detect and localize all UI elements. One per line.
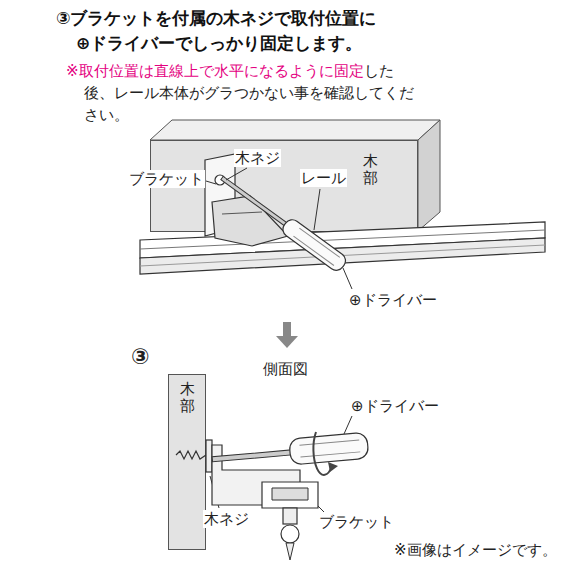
beam-top-face xyxy=(418,120,440,231)
side-screw xyxy=(176,440,212,472)
leader-line xyxy=(314,189,320,230)
side-bracket xyxy=(286,543,294,560)
part-label: ⊕ドライバー xyxy=(348,291,438,309)
heading: ③ブラケットを付属の木ネジで取付位置に ⊕ドライバーでしっかり固定します。 xyxy=(56,6,381,56)
rail xyxy=(140,230,545,249)
side-screwdriver xyxy=(300,452,360,457)
leader-line xyxy=(344,416,352,434)
rotation-arrow xyxy=(313,432,332,475)
bracket xyxy=(212,196,288,246)
rotation-arrow xyxy=(328,462,338,472)
side-screwdriver xyxy=(212,450,294,462)
note-text: ※取付位置は直線上で水平になるように固定 xyxy=(66,62,364,80)
down-arrow xyxy=(276,336,298,348)
side-bracket xyxy=(272,488,308,500)
side-bracket xyxy=(262,482,318,508)
side-screw xyxy=(176,451,206,459)
screwdriver xyxy=(299,228,339,257)
callout-number: ③ xyxy=(130,344,151,370)
beam-top-face xyxy=(150,120,440,140)
part-label: 木ネジ xyxy=(234,149,281,167)
side-bracket xyxy=(283,508,297,524)
leader-line xyxy=(226,168,247,180)
wood-part: 木部 xyxy=(168,374,206,550)
view-title: 側面図 xyxy=(262,360,309,378)
part-name: 木部 xyxy=(180,381,195,414)
part-name: 木部 xyxy=(363,153,378,186)
leader-line xyxy=(343,268,352,289)
side-screwdriver xyxy=(299,440,359,445)
note: ※取付位置は直線上で水平になるように固定した後、レール本体がグラつかない事を確認… xyxy=(66,60,414,126)
image-note: ※画像はイメージです。 xyxy=(393,541,558,559)
part-label: 木ネジ xyxy=(203,510,250,528)
bracket xyxy=(205,154,288,246)
part-label: レール xyxy=(300,169,347,187)
screwdriver xyxy=(221,176,290,227)
part-label: ブラケット xyxy=(318,513,395,531)
side-bracket xyxy=(281,525,299,543)
side-screwdriver xyxy=(289,432,369,465)
side-screw xyxy=(206,440,212,472)
screwdriver xyxy=(293,236,333,265)
down-arrow xyxy=(276,322,298,348)
part-label: ⊕ドライバー xyxy=(350,397,440,415)
bracket xyxy=(222,212,262,214)
side-screwdriver xyxy=(211,432,369,471)
leader-line xyxy=(206,181,216,184)
down-arrow xyxy=(283,322,291,336)
rotation-arrow xyxy=(313,432,338,475)
part-label: ブラケット xyxy=(128,170,205,188)
